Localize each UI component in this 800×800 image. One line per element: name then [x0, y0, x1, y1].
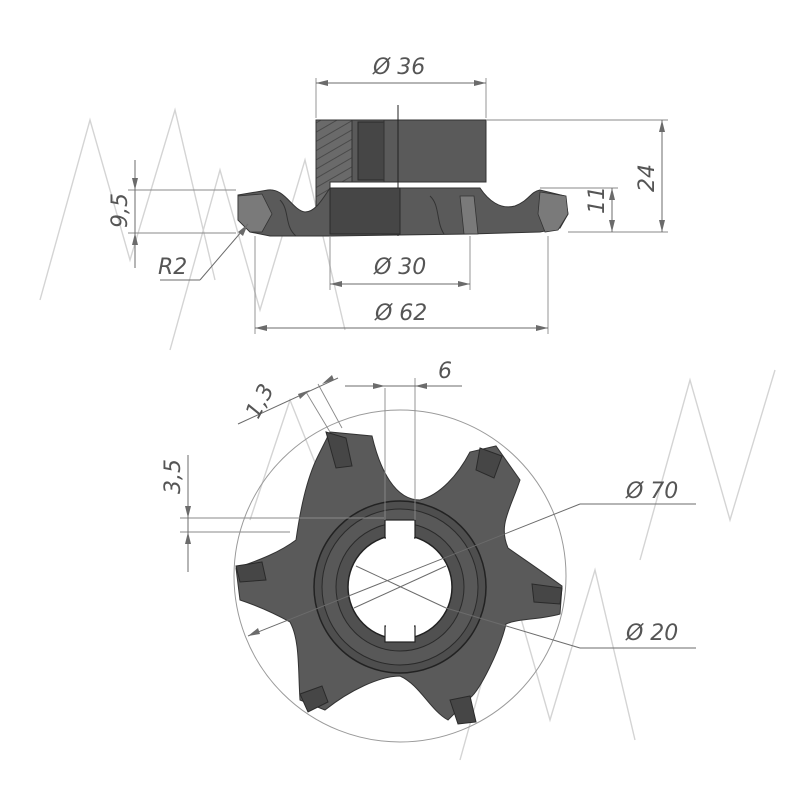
knife-insert-left — [237, 193, 273, 233]
tooth-insert-5 — [299, 685, 329, 713]
tooth-insert-6 — [235, 561, 267, 583]
side-view: Ø 36 24 11 9,5 R2 Ø 30 — [108, 55, 668, 334]
dim-height-9-5: 9,5 — [108, 193, 133, 228]
outer-diameter-circle — [233, 409, 567, 743]
cutter-disk-body — [237, 187, 569, 237]
dim-height-11: 11 — [585, 186, 610, 214]
dim-diameter-36: Ø 36 — [372, 55, 425, 80]
dim-height-24: 24 — [635, 164, 660, 192]
cutter-bore-section — [329, 187, 401, 235]
dim-width-1-3: 1,3 — [241, 380, 280, 423]
tooth-insert-1 — [325, 431, 353, 469]
dim-diameter-70: Ø 70 — [625, 479, 678, 504]
dim-diameter-62: Ø 62 — [374, 301, 427, 326]
dim-diameter-30: Ø 30 — [373, 255, 426, 280]
hub-keyway — [357, 121, 385, 181]
tooth-insert-2 — [475, 447, 503, 479]
dim-width-6: 6 — [438, 359, 452, 384]
tooth-insert-3 — [531, 583, 563, 605]
keyway-top — [384, 519, 416, 539]
dim-radius-r2: R2 — [158, 255, 187, 280]
keyway-bottom — [384, 625, 416, 643]
tooth-insert-4 — [449, 695, 477, 725]
knife-insert-right — [537, 191, 569, 233]
knife-insert-center — [459, 195, 479, 235]
dim-diameter-20: Ø 20 — [625, 621, 678, 646]
dim-height-3-5: 3,5 — [161, 459, 186, 494]
top-view: 6 1,3 3,5 Ø 70 Ø 20 — [161, 359, 696, 743]
